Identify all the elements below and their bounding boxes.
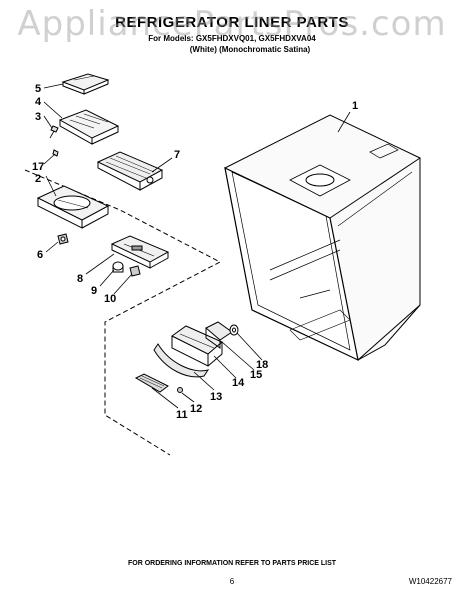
part-4-bracket (58, 109, 120, 145)
models-line: For Models: GX5FHDXVQ01, GX5FHDXVA04 (148, 34, 316, 43)
part-1-liner (224, 114, 421, 362)
part-2-housing (36, 185, 110, 229)
callout-3: 3 (35, 111, 41, 123)
callout-12: 12 (190, 403, 202, 415)
page-number: 6 (229, 577, 235, 586)
part-11-handle (134, 373, 169, 393)
part-14-bin-frame (171, 325, 223, 367)
callout-15: 15 (250, 369, 262, 381)
part-8-light-housing (110, 235, 170, 269)
ordering-note: FOR ORDERING INFORMATION REFER TO PARTS … (127, 560, 337, 567)
group-outline (24, 169, 222, 456)
document-number: W10422677 (408, 577, 452, 586)
callout-4: 4 (35, 96, 42, 108)
part-5-trim (61, 73, 110, 95)
callout-14: 14 (232, 377, 245, 389)
callout-10: 10 (104, 293, 116, 305)
leader-lines (43, 83, 351, 409)
part-18-washer (229, 324, 239, 336)
part-3-screw (49, 125, 59, 139)
part-13-slide (153, 343, 210, 378)
callout-8: 8 (77, 273, 83, 285)
callout-18: 18 (256, 359, 268, 371)
part-10-socket (129, 265, 141, 277)
callout-5: 5 (35, 83, 41, 95)
page-title: REFRIGERATOR LINER PARTS (115, 14, 349, 31)
part-12-screw (177, 387, 183, 393)
callout-13: 13 (210, 391, 222, 403)
callout-9: 9 (91, 285, 97, 297)
part-6-clip (57, 233, 69, 245)
callout-2: 2 (35, 173, 41, 185)
callout-11: 11 (176, 409, 188, 421)
part-7-cover (96, 151, 164, 191)
finish-line: (White) (Monochromatic Satina) (189, 45, 311, 54)
part-9-bulb (112, 261, 124, 273)
callout-1: 1 (352, 100, 358, 112)
callout-17: 17 (32, 161, 44, 173)
callout-7: 7 (174, 149, 180, 161)
callout-6: 6 (37, 249, 43, 261)
